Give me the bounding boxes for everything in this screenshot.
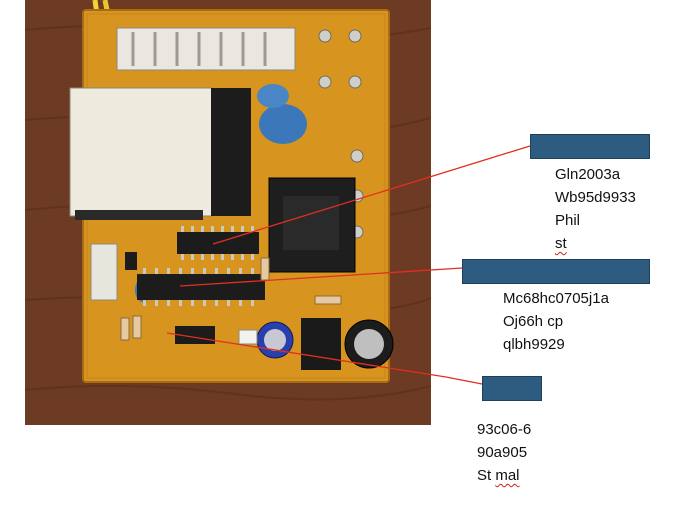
callout-text-2: Mc68hc0705j1a Oj66h cp qlbh9929 (503, 287, 609, 356)
callout-box-2 (462, 259, 650, 284)
callout-line: St mal (477, 467, 520, 484)
callout-line: st (555, 235, 567, 252)
callout-box-3 (482, 376, 542, 401)
callout-word: mal (495, 467, 520, 484)
choke (301, 318, 341, 370)
ic-mc68hc705j1a (137, 274, 265, 300)
callout-line: 90a905 (477, 444, 528, 461)
callout-line: 93c06-6 (477, 421, 532, 438)
callout-line: Oj66h cp (503, 313, 564, 330)
blue-capacitor (259, 104, 307, 144)
callout-text-3: 93c06-6 90a905 St mal (477, 418, 531, 487)
side-header (90, 243, 118, 301)
leader-line-3 (445, 376, 483, 385)
callout-line: Phil (555, 212, 581, 229)
callout-box-1 (530, 134, 650, 159)
callout-line: qlbh9929 (503, 336, 565, 353)
callout-line: Mc68hc0705j1a (503, 290, 609, 307)
cn2-connector (116, 27, 296, 71)
ic-uln2003a (177, 232, 259, 254)
ic-93c06 (175, 326, 215, 344)
callout-line: Wb95d9933 (555, 189, 636, 206)
white-relay (69, 87, 213, 217)
callout-text-1: Gln2003a Wb95d9933 Phil st (555, 163, 636, 255)
circuit-board-photo (25, 0, 431, 425)
blue-capacitor (257, 84, 289, 108)
callout-line: Gln2003a (555, 166, 621, 183)
